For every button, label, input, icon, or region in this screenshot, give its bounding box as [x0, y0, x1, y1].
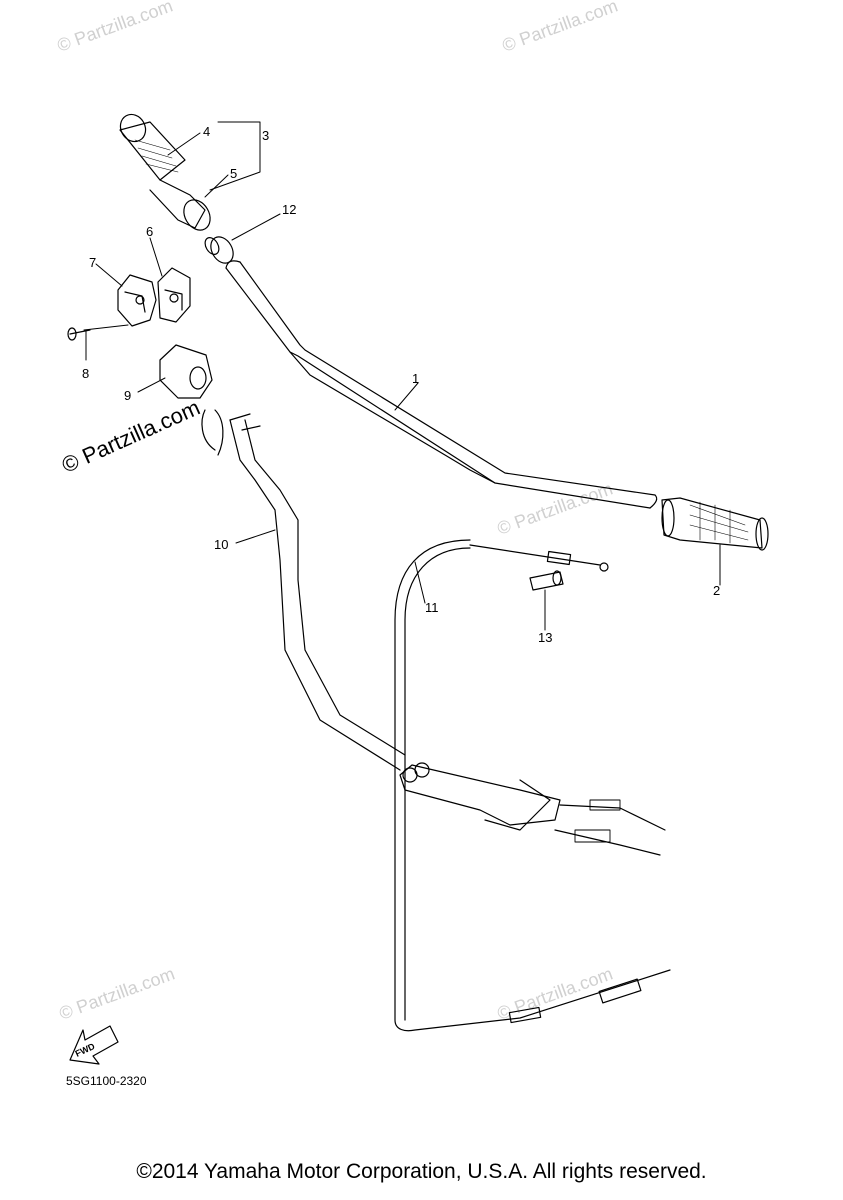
- right-grip: [661, 497, 769, 551]
- throttle-grip-assembly: [119, 113, 211, 231]
- callout-13: 13: [538, 630, 552, 645]
- callout-12: 12: [282, 202, 296, 217]
- callout-3: 3: [262, 128, 269, 143]
- callouts: 1 2 3 4 5 6 7 8 9 10 11 12 13: [82, 124, 720, 645]
- fwd-arrow-icon: [69, 1025, 119, 1065]
- watermark: © Partzilla.com: [57, 963, 178, 1023]
- callout-11: 11: [425, 600, 439, 615]
- watermark: © Partzilla.com: [495, 478, 616, 538]
- throttle-collar: [204, 236, 234, 264]
- screw: [67, 327, 91, 341]
- callout-6: 6: [146, 224, 153, 239]
- cable-cover: [159, 344, 213, 399]
- handlebar: [225, 260, 658, 509]
- cable-junction-box: [399, 762, 666, 856]
- callout-5: 5: [230, 166, 237, 181]
- callout-4: 4: [203, 124, 210, 139]
- throttle-cables: [201, 409, 406, 771]
- cable-adjuster: [529, 570, 564, 591]
- throttle-housing-lower: [157, 267, 191, 323]
- diagram-code: 5SG1100-2320: [66, 1074, 147, 1088]
- callout-8: 8: [82, 366, 89, 381]
- callout-10: 10: [214, 537, 228, 552]
- leader-lines: [83, 121, 721, 631]
- callout-7: 7: [89, 255, 96, 270]
- clutch-cable: [394, 539, 671, 1032]
- callout-2: 2: [713, 583, 720, 598]
- callout-1: 1: [412, 371, 419, 386]
- callout-9: 9: [124, 388, 131, 403]
- copyright-notice: ©2014 Yamaha Motor Corporation, U.S.A. A…: [136, 1160, 707, 1183]
- watermark: © Partzilla.com: [500, 0, 621, 56]
- watermark: © Partzilla.com: [55, 0, 176, 56]
- throttle-housing-upper: [117, 274, 157, 327]
